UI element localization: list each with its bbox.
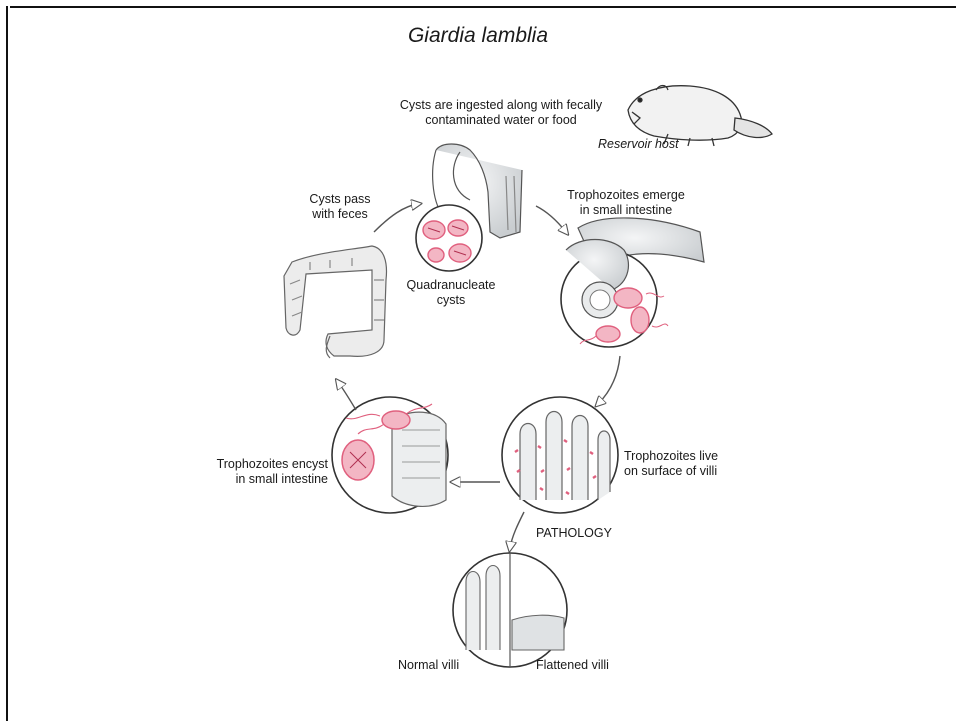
cysts-pass-label: Cysts pass with feces [300, 192, 380, 222]
emerge-line1: Trophozoites emerge [556, 188, 696, 203]
small-intestine-circle [561, 218, 704, 347]
arrow-colon-to-mouth [374, 204, 418, 232]
encyst-circle [332, 397, 448, 513]
colon-illustration [284, 246, 386, 358]
flattened-villi-label: Flattened villi [536, 658, 609, 673]
arrow-encyst-to-colon [338, 382, 356, 410]
live-line1: Trophozoites live [624, 449, 718, 464]
cysts-circle [416, 205, 482, 271]
diagram-title: Giardia lamblia [0, 24, 956, 48]
pathology-label: PATHOLOGY [536, 526, 612, 541]
reservoir-host-label: Reservoir host [598, 137, 679, 152]
emerge-line2: in small intestine [556, 203, 696, 218]
encyst-line1: Trophozoites encyst [196, 457, 328, 472]
ingestion-label-line1: Cysts are ingested along with fecally [356, 98, 646, 113]
quadranucleate-cysts-label: Quadranucleate cysts [396, 278, 506, 308]
arrow-intestine-to-villi [598, 356, 620, 404]
trophozoites-live-label: Trophozoites live on surface of villi [624, 449, 718, 479]
cysts-pass-line2: with feces [300, 207, 380, 222]
ingestion-label-line2: contaminated water or food [356, 113, 646, 128]
villi-circle [502, 397, 618, 513]
arrow-villi-to-pathology [510, 512, 524, 548]
quad-line2: cysts [396, 293, 506, 308]
encyst-line2: in small intestine [196, 472, 328, 487]
trophozoites-emerge-label: Trophozoites emerge in small intestine [556, 188, 696, 218]
quad-line1: Quadranucleate [396, 278, 506, 293]
cysts-pass-line1: Cysts pass [300, 192, 380, 207]
live-line2: on surface of villi [624, 464, 718, 479]
ingestion-label: Cysts are ingested along with fecally co… [356, 98, 646, 128]
normal-villi-label: Normal villi [398, 658, 459, 673]
trophozoites-encyst-label: Trophozoites encyst in small intestine [196, 457, 328, 487]
pathology-circle [453, 553, 567, 667]
